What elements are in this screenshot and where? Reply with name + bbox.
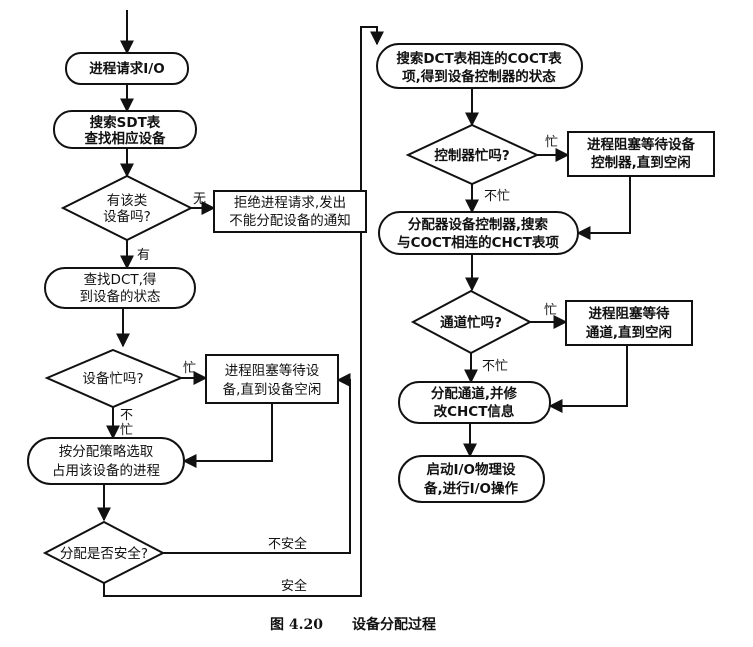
label-chan-busy: 通道忙吗? [440, 314, 502, 331]
label-search-coct-2: 项,得到设备控制器的状态 [402, 68, 556, 85]
label-block-dev-2: 备,直到设备空闲 [223, 381, 322, 398]
edge-label-not-busy-dev-1: 不 [120, 408, 133, 423]
connectors [97, 10, 384, 597]
node-alloc-chan [398, 381, 551, 424]
node-labels: 进程请求I/O 搜索SDT表 查找相应设备 有该类 设备吗? 拒绝进程请求,发出… [52, 50, 695, 562]
edge-block-chan-return [548, 345, 628, 413]
node-start-io [398, 455, 545, 503]
label-block-dev-1: 进程阻塞等待设 [225, 362, 320, 379]
label-start-io-1: 启动I/O物理设 [427, 461, 516, 478]
label-alloc-policy-1: 按分配策略选取 [59, 443, 154, 460]
edge-labels: 无 有 忙 不 忙 不安全 安全 忙 不忙 忙 不忙 [120, 135, 558, 594]
label-find-dct-2: 到设备的状态 [80, 288, 161, 305]
label-reject-1: 拒绝进程请求,发出 [234, 195, 346, 211]
label-request: 进程请求I/O [89, 60, 164, 77]
caption-title: 设备分配过程 [352, 616, 436, 633]
label-safe: 分配是否安全? [60, 545, 148, 562]
node-safe [42, 520, 166, 585]
label-find-dct-1: 查找DCT,得 [84, 271, 157, 288]
label-alloc-policy-2: 占用该设备的进程 [52, 462, 160, 479]
edge-label-busy-chan: 忙 [544, 303, 557, 318]
edge-block-ctrl-return [576, 176, 631, 240]
label-search-sdt-2: 查找相应设备 [85, 130, 166, 147]
node-ctrl-busy [405, 123, 540, 186]
label-block-chan-1: 进程阻塞等待 [589, 305, 670, 322]
label-alloc-chan-1: 分配通道,并修 [431, 385, 518, 402]
label-start-io-2: 备,进行I/O操作 [423, 480, 519, 497]
label-alloc-chan-2: 改CHCT信息 [434, 403, 515, 420]
edge-block-dev-return [182, 403, 273, 468]
label-ctrl-busy: 控制器忙吗? [434, 147, 509, 164]
label-alloc-ctrl-2: 与COCT相连的CHCT表项 [397, 234, 559, 251]
label-alloc-ctrl-1: 分配器设备控制器,搜索 [408, 216, 549, 233]
label-block-ctrl-1: 进程阻塞等待设备 [587, 136, 695, 153]
edge-label-unsafe: 不安全 [268, 536, 307, 552]
caption-figure-number: 图 4.20 [270, 617, 323, 633]
label-has-device-1: 有该类 [107, 193, 148, 209]
edge-label-busy-ctrl: 忙 [545, 135, 558, 150]
node-alloc-ctrl [378, 211, 579, 255]
edge-label-not-busy-chan: 不忙 [482, 359, 508, 374]
edge-label-not-busy-ctrl: 不忙 [484, 189, 510, 204]
node-chan-busy [410, 289, 533, 355]
node-has-device [60, 174, 194, 242]
node-shapes [27, 43, 715, 585]
node-find-dct [44, 267, 196, 309]
label-block-chan-2: 通道,直到空闲 [586, 324, 672, 341]
node-block-dev [205, 354, 339, 404]
node-block-ctrl [567, 131, 715, 177]
label-dev-busy: 设备忙吗? [82, 370, 143, 387]
label-has-device-2: 设备吗? [103, 208, 151, 225]
connectors-right [463, 88, 631, 458]
node-alloc-policy [27, 437, 185, 485]
node-dev-busy [44, 348, 184, 409]
edge-label-safe: 安全 [281, 578, 307, 594]
edge-unsafe-loop [163, 373, 351, 554]
edge-label-has: 有 [137, 248, 150, 263]
node-search-sdt [53, 110, 197, 149]
node-block-chan [565, 300, 693, 346]
label-search-sdt-1: 搜索SDT表 [90, 114, 161, 131]
edge-safe-continue [103, 26, 384, 597]
label-reject-2: 不能分配设备的通知 [229, 212, 351, 229]
edge-label-not-busy-dev-2: 忙 [120, 423, 133, 438]
edge-label-busy-dev: 忙 [183, 361, 196, 376]
edge-label-no-device: 无 [193, 192, 206, 207]
figure-caption: 图 4.20 设备分配过程 [270, 616, 436, 633]
label-block-ctrl-2: 控制器,直到空闲 [591, 154, 691, 171]
node-reject [213, 190, 367, 233]
node-search-coct [376, 43, 583, 89]
node-request [65, 52, 189, 85]
label-search-coct-1: 搜索DCT表相连的COCT表 [396, 50, 562, 67]
